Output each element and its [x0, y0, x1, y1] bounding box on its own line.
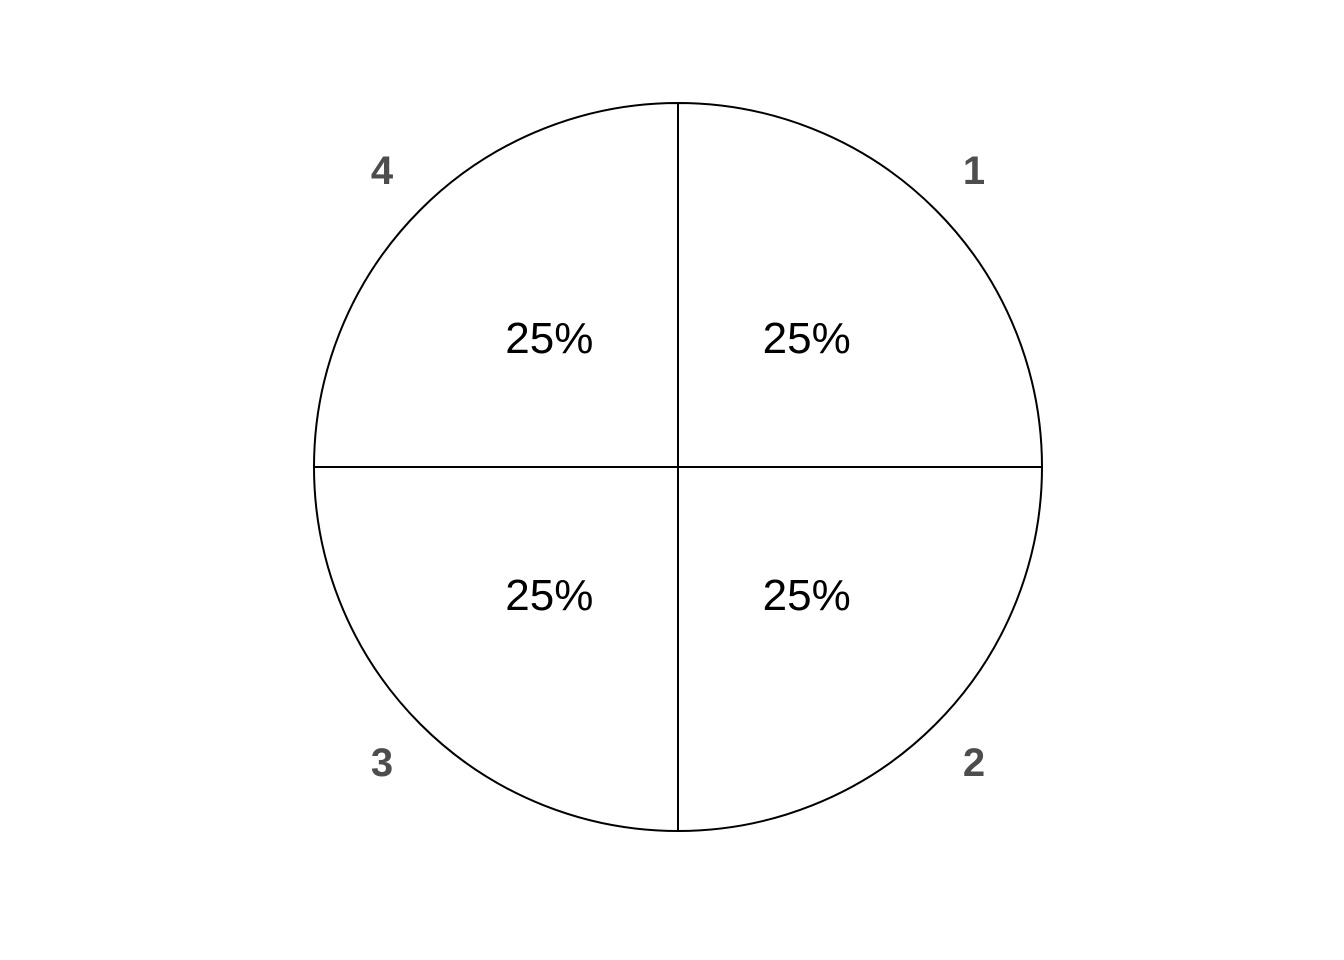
pie-slice-3 [312, 466, 679, 833]
category-labels: 1 2 3 4 [371, 149, 985, 785]
pie-slice-2 [677, 466, 1044, 833]
pie-slices [312, 101, 1044, 833]
pie-slice-4 [312, 101, 679, 468]
slice-value-label-1: 25% [763, 314, 851, 363]
slice-value-label-3: 25% [505, 571, 593, 620]
slice-value-label-4: 25% [505, 314, 593, 363]
pie-slice-1 [677, 101, 1044, 468]
category-label-1: 1 [963, 149, 985, 193]
value-labels: 25% 25% 25% 25% [505, 314, 850, 620]
category-label-3: 3 [371, 741, 393, 785]
category-label-4: 4 [371, 149, 394, 193]
category-label-2: 2 [963, 741, 985, 785]
slice-value-label-2: 25% [763, 571, 851, 620]
